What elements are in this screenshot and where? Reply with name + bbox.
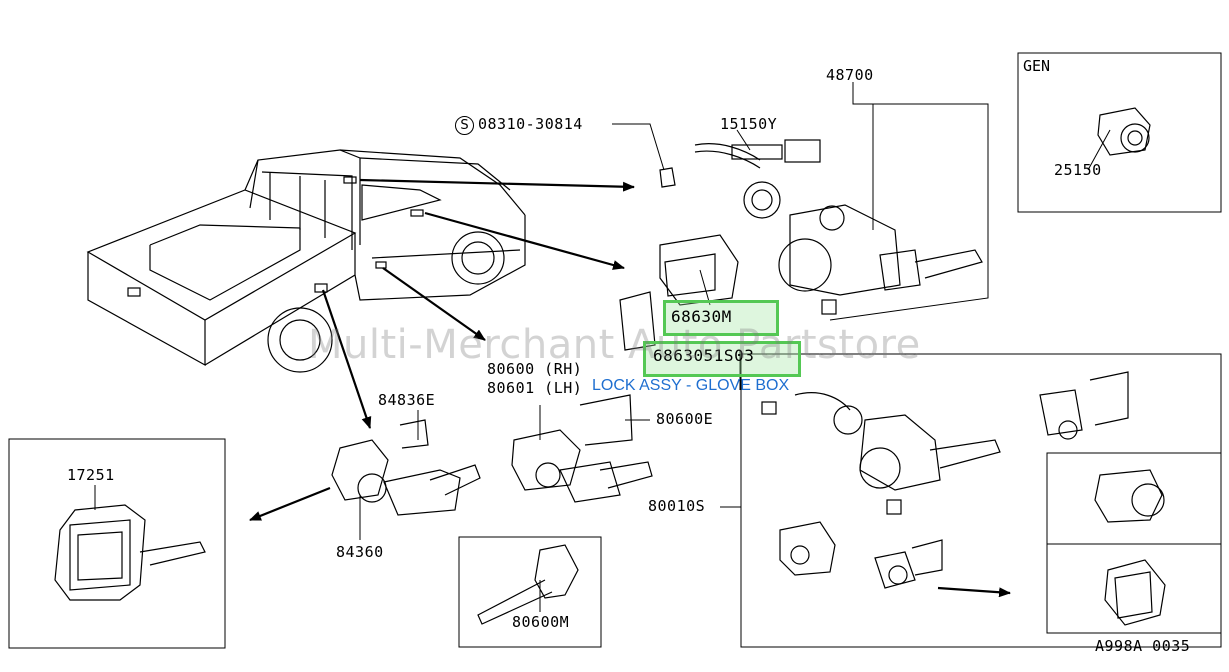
label-17251: 17251 <box>67 466 115 484</box>
label-25150: 25150 <box>1054 161 1102 179</box>
label-48700: 48700 <box>826 66 874 84</box>
highlight-6863051s03[interactable] <box>643 341 801 377</box>
key-80600m <box>477 544 579 625</box>
label-80600m: 80600M <box>512 613 570 631</box>
key-80600m-box <box>458 536 602 648</box>
label-80601-lh: 80601 (LH) <box>487 379 583 397</box>
kit-80010s-box <box>740 353 1222 648</box>
kit-cylinder-box-top <box>1046 452 1222 545</box>
kit-80010s-contents <box>761 371 1166 626</box>
door-lock-parts <box>331 394 653 516</box>
glove-box-lock <box>619 234 739 351</box>
label-84360: 84360 <box>336 543 384 561</box>
cylinder-17251 <box>54 504 206 601</box>
label-08310-30814: 08310-30814 <box>478 115 583 133</box>
label-84836e: 84836E <box>378 391 436 409</box>
gen-inset-box <box>1017 52 1222 213</box>
screw-symbol: S <box>455 116 474 135</box>
part-description: LOCK ASSY - GLOVE BOX <box>592 377 790 394</box>
gen-label: GEN <box>1023 57 1051 75</box>
label-15150y: 15150Y <box>720 115 778 133</box>
part-6863051s03[interactable]: 6863051S03 <box>653 346 755 365</box>
watermark: Multi-Merchant Auto Partstore <box>308 322 921 368</box>
cylinder-17251-box <box>8 438 226 649</box>
label-80600-rh: 80600 (RH) <box>487 360 583 378</box>
label-80600e: 80600E <box>656 410 714 428</box>
label-80010s: 80010S <box>648 497 706 515</box>
kit-cylinder-box-bottom <box>1046 543 1222 634</box>
highlight-68630m[interactable] <box>663 300 779 336</box>
gen-cylinder <box>1097 107 1151 156</box>
ignition-switch-assembly <box>659 139 983 315</box>
pickup-truck <box>86 149 526 373</box>
part-68630m[interactable]: 68630M <box>671 307 732 326</box>
diagram-code: A998A 0035 <box>1095 637 1191 655</box>
